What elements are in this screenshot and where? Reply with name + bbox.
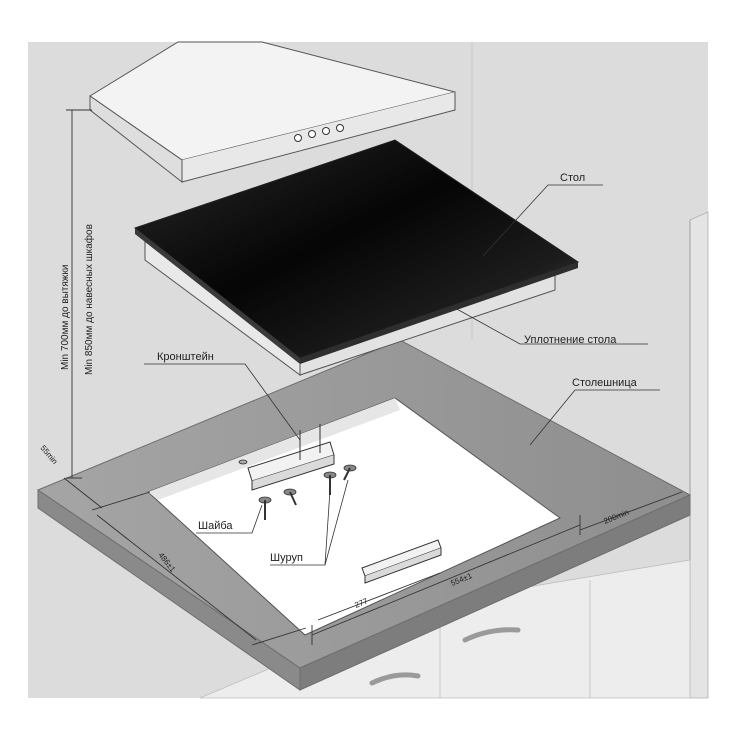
dim-depth-ext xyxy=(251,627,307,646)
label-glass: Стол xyxy=(560,172,585,184)
countertop-side-edge xyxy=(299,494,691,691)
hob-glass-edge xyxy=(300,262,578,364)
screw-icon xyxy=(258,496,272,520)
label-countertop: Столешница xyxy=(572,377,638,389)
dim-width-line xyxy=(311,524,581,636)
label-screw: Шуруп xyxy=(270,552,303,564)
leader-countertop xyxy=(529,389,660,446)
leader-bracket xyxy=(144,363,301,441)
leader-screw-2 xyxy=(324,479,349,566)
dim-depth-ext xyxy=(91,491,151,511)
leader-lines xyxy=(144,184,660,566)
dimension-lines xyxy=(63,109,683,646)
hood-button-icon xyxy=(336,124,344,132)
mounting-bracket-flange xyxy=(251,455,335,491)
leader-washer xyxy=(196,504,263,534)
dim-min-hood: Min 700мм до вытяжки xyxy=(60,265,71,370)
screw-icon xyxy=(343,464,357,481)
hob-glass-edge xyxy=(135,228,300,364)
leader-seal xyxy=(454,307,648,345)
dim-half-width-line xyxy=(317,572,441,621)
dim-rear-gap-line xyxy=(579,491,683,531)
cabinet-handle xyxy=(369,672,421,686)
hood-button-icon xyxy=(308,130,316,138)
cutout-inner-wall xyxy=(148,398,400,500)
label-bracket: Кронштейн xyxy=(157,351,214,363)
screw-icon xyxy=(283,488,297,506)
mounting-bracket-flange xyxy=(364,548,442,584)
cabinet-handle xyxy=(462,627,521,643)
label-seal: Уплотнение стола xyxy=(524,334,617,346)
hood-side xyxy=(89,95,183,184)
hood-button-icon xyxy=(322,127,330,135)
washer-icon xyxy=(238,459,248,465)
side-wall-panel xyxy=(689,211,709,699)
hood-button-icon xyxy=(294,134,302,142)
leader-glass xyxy=(482,184,603,257)
dim-front-gap-line xyxy=(63,477,103,509)
dim-depth-line xyxy=(96,514,257,641)
label-washer: Шайба xyxy=(198,520,233,532)
dim-min-cabinets: Min 850мм до навесных шкафов xyxy=(83,224,95,375)
